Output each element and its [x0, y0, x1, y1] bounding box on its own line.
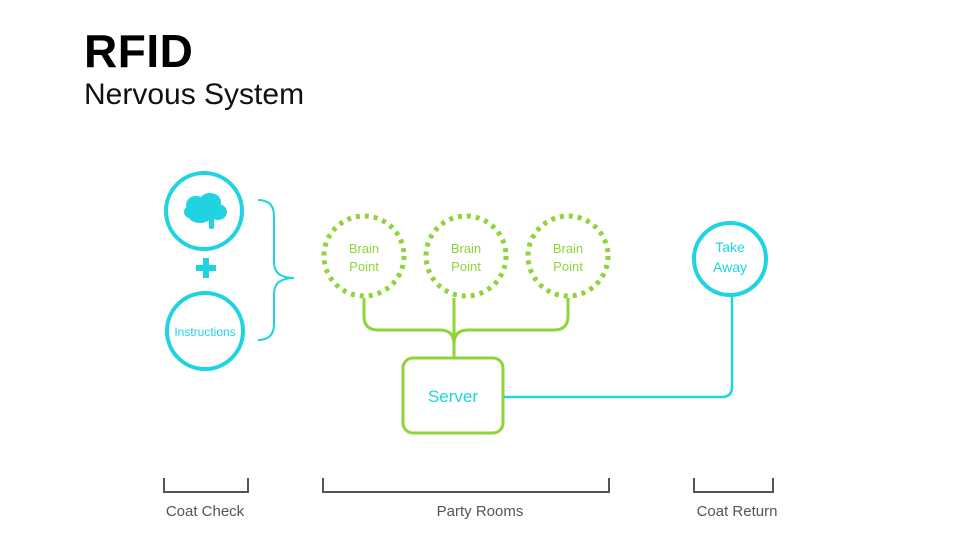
- coat-check-label: Coat Check: [166, 503, 245, 520]
- take-away-node: Take Away: [692, 221, 768, 297]
- instructions-label: Instructions: [174, 325, 235, 339]
- server-takeaway-connector: [504, 296, 734, 399]
- server-node: Server: [401, 356, 505, 435]
- page-subtitle: Nervous System: [84, 78, 305, 111]
- page-title: RFID: [84, 25, 194, 77]
- brain-point-1: Brain Point: [321, 213, 407, 299]
- brain-point-1-line1: Brain: [349, 241, 379, 256]
- coat-return-label: Coat Return: [697, 503, 778, 520]
- brain-point-2-line2: Point: [451, 259, 481, 274]
- party-rooms-label: Party Rooms: [437, 503, 524, 520]
- coat-return-bracket: [693, 478, 774, 493]
- party-rooms-bracket: [322, 478, 610, 493]
- coat-check-bracket: [163, 478, 249, 493]
- brain-point-2-line1: Brain: [451, 241, 481, 256]
- instructions-node: Instructions: [165, 291, 245, 371]
- grouping-brace: [257, 199, 295, 341]
- server-label: Server: [428, 387, 478, 406]
- brain-point-3-line1: Brain: [553, 241, 583, 256]
- brain-point-3: Brain Point: [525, 213, 611, 299]
- brain-point-connector: [362, 298, 570, 357]
- take-away-line1: Take: [715, 239, 745, 255]
- plus-icon: [196, 258, 216, 278]
- brain-icon: [184, 193, 227, 229]
- brain-point-2: Brain Point: [423, 213, 509, 299]
- take-away-line2: Away: [713, 259, 747, 275]
- brain-point-3-line2: Point: [553, 259, 583, 274]
- brain-node: [164, 171, 244, 251]
- brain-point-1-line2: Point: [349, 259, 379, 274]
